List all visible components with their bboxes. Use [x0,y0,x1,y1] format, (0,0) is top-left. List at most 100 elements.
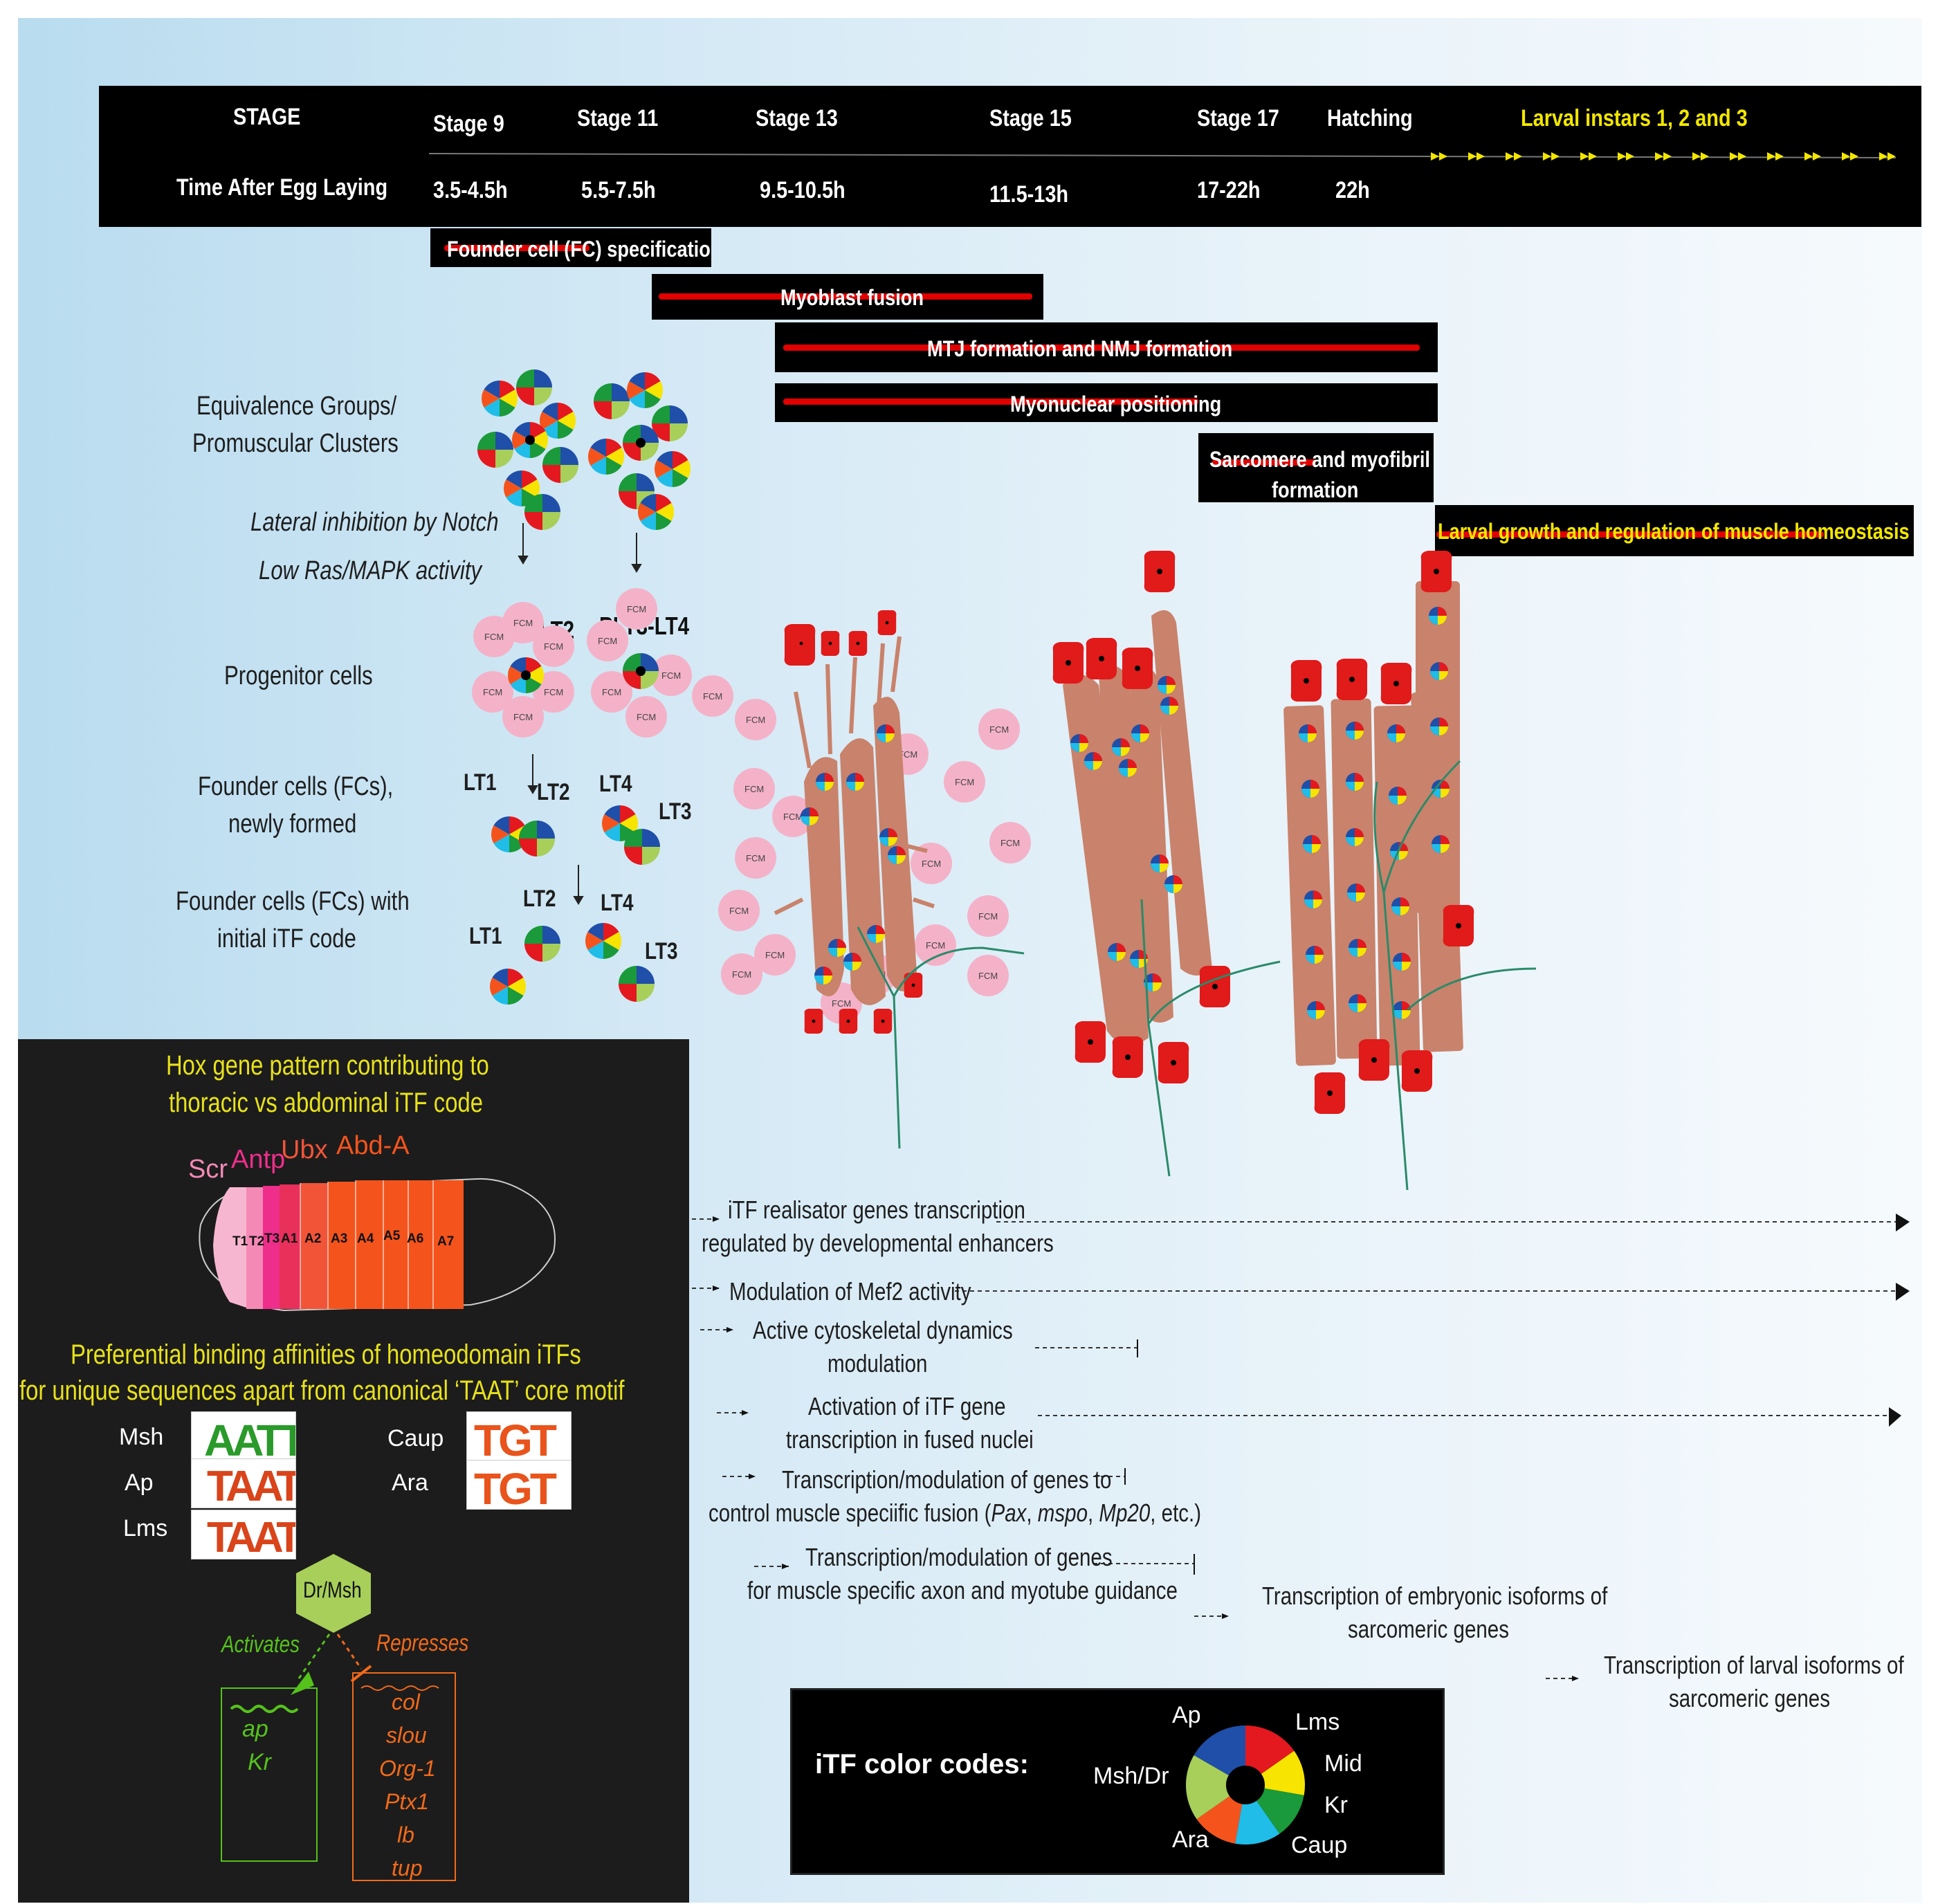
proc-embryonic-1: Transcription of embryonic isoforms of [1262,1582,1608,1610]
notch-arrows [518,523,642,905]
hox-gene-antp: Antp [231,1145,285,1174]
motif-ara-sequence: TGT [474,1464,557,1510]
time-stage-13: 9.5-10.5h [760,177,845,203]
seg-a1: A1 [281,1232,298,1246]
phase-mtj-nmj: MTJ formation and NMJ formation [775,322,1438,372]
repressed-gene-ptx1: Ptx1 [385,1789,430,1814]
proc-embryonic-2: sarcomeric genes [1348,1615,1509,1643]
legend-color-wheel [1186,1726,1305,1844]
phase-fc-specification: Founder cell (FC) specification [430,228,711,267]
stage-11-label: Stage 11 [577,105,659,131]
proc-fusion-2a: control muscle speciific fusion ( [709,1499,991,1527]
phase-myoblast-fusion: Myoblast fusion [652,274,1043,320]
dr-msh-regulation [221,1554,456,1881]
activated-gene-ap: ap [242,1716,268,1742]
gene-mspo: mspo [1037,1499,1088,1527]
phase-myoblast-fusion-label: Myoblast fusion [780,285,924,310]
legend-title: iTF color codes: [815,1749,1029,1779]
motif-ap-label: Ap [125,1470,154,1496]
seg-a3: A3 [331,1232,347,1246]
hox-gene-abda: Abd-A [336,1131,410,1160]
seg-a7: A7 [437,1234,454,1249]
label-lt1-new: LT1 [464,769,497,796]
motif-ara-label: Ara [392,1470,428,1496]
stage17-neuron [1373,760,1537,1190]
equivalence-cluster-right [588,372,691,530]
gene-mp20: Mp20 [1099,1499,1151,1527]
activated-gene-kr: Kr [248,1749,271,1775]
seg-t1: T1 [232,1234,248,1249]
proc-mef2: Modulation of Mef2 activity [729,1277,971,1306]
proc-activation-2: transcription in fused nuclei [786,1425,1034,1454]
legend-wedge-ap [1194,1726,1245,1785]
phase-sarcomere-label-2: formation [1272,477,1359,502]
header-divider-svg [428,152,1896,161]
phase-myonuclear: Myonuclear positioning [775,383,1438,422]
label-lt4-new: LT4 [599,771,632,797]
hatching-label: Hatching [1327,105,1413,131]
motif-caup-logo: TGT [466,1411,572,1461]
header-divider [428,153,1896,158]
proc-activation-1: Activation of iTF gene [808,1392,1006,1420]
hox-title-1: Hox gene pattern contributing to [166,1050,489,1081]
time-stage-11: 5.5-7.5h [581,177,656,203]
label-lt3-new: LT3 [659,798,692,825]
proc-realisator-1: iTF realisator genes transcription [728,1196,1025,1224]
proc-larval-1: Transcription of larval isoforms of [1604,1651,1904,1679]
legend-kr: Kr [1324,1792,1348,1818]
motif-msh-label: Msh [119,1424,164,1450]
phase-larval-growth-label: Larval growth and regulation of muscle h… [1438,519,1910,544]
repressed-gene-col: col [392,1690,420,1714]
represses-label: Represses [376,1630,469,1656]
repressed-genes-box [352,1672,456,1881]
dr-msh-hexagon [296,1554,371,1633]
activate-arrowhead [291,1672,314,1695]
label-founder-itf-2: initial iTF code [217,924,356,953]
time-stage-17: 17-22h [1197,177,1261,203]
proc-realisator-2: regulated by developmental enhancers [702,1229,1054,1257]
stage-label: STAGE [233,104,301,130]
proc-guidance-1: Transcription/modulation of genes [805,1543,1113,1571]
motif-caup-label: Caup [387,1425,444,1452]
proc-guidance-2: for muscle specific axon and myotube gui… [747,1576,1178,1604]
legend-wedge-msh-dr [1186,1755,1245,1820]
time-label: Time After Egg Laying [176,174,388,201]
phase-larval-growth: Larval growth and regulation of muscle h… [1435,505,1914,556]
seg-t2: T2 [249,1234,264,1249]
progenitor-cluster-left [472,602,574,738]
fusion-stage-myotubes [774,636,935,1005]
repressed-gene-tup: tup [392,1856,423,1880]
phase-sarcomere-label-1: Sarcomere and myofibril [1209,447,1430,472]
label-founder-new-2: newly formed [228,809,357,839]
gene-pax: Pax [991,1499,1027,1527]
motif-lms-sequence: TAAT [207,1514,296,1559]
label-lt3-itf: LT3 [645,938,678,964]
motif-ara-logo: TGT [466,1460,572,1510]
phase-myonuclear-label: Myonuclear positioning [1010,392,1222,416]
proc-fusion-sep-1: , [1026,1499,1038,1527]
label-progenitor: Progenitor cells [224,661,373,690]
proc-fusion-2: control muscle speciific fusion (Pax, ms… [709,1499,1201,1528]
label-ras-mapk: Low Ras/MAPK activity [259,556,482,585]
proc-cyto-2: modulation [828,1349,928,1377]
larval-instars-label: Larval instars 1, 2 and 3 [1521,105,1748,131]
hox-gene-ubx: Ubx [281,1135,328,1164]
progenitor-cluster-right [587,588,733,738]
stage17-muscles [1283,581,1463,1066]
phase-sarcomere: Sarcomere and myofibril formation [1198,433,1434,502]
legend-mid: Mid [1324,1750,1362,1777]
label-lt2-new: LT2 [537,779,570,805]
legend-caup: Caup [1291,1832,1348,1858]
label-lt2-itf: LT2 [523,886,556,912]
stage-13-label: Stage 13 [756,105,838,131]
binding-title-1: Preferential binding affinities of homeo… [71,1339,581,1370]
legend-msh-dr: Msh/Dr [1093,1763,1169,1789]
motif-msh-sequence: AATTA [204,1416,295,1463]
time-stage-9: 3.5-4.5h [433,177,508,203]
motif-lms-logo: TAAT [191,1510,296,1559]
time-stage-15: 11.5-13h [989,181,1069,208]
muscle-development-illustration: FCM [472,369,1537,1190]
proc-cyto-1: Active cytoskeletal dynamics [753,1316,1013,1344]
activated-genes-box [221,1687,318,1862]
legend-ara: Ara [1172,1827,1209,1853]
